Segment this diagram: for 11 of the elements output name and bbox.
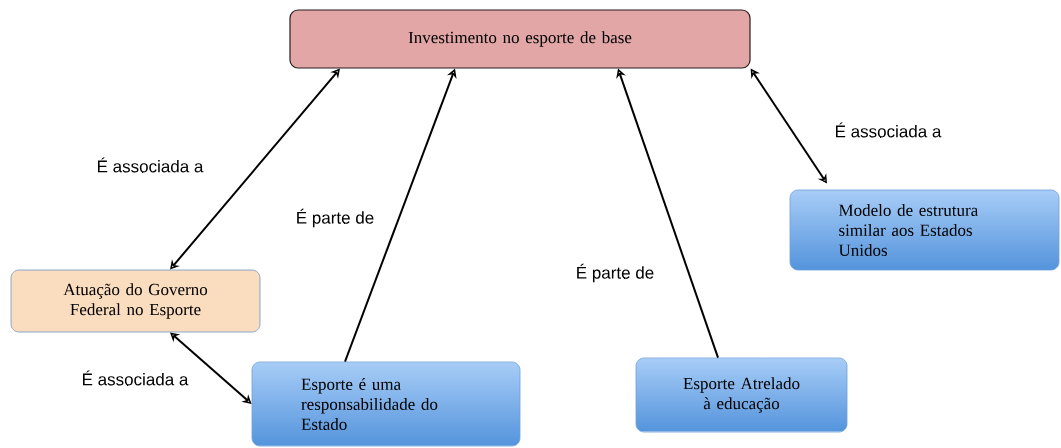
edge-label: É associada a	[95, 156, 205, 174]
arrow	[170, 332, 252, 404]
edge-label: É associada a	[833, 121, 943, 139]
concept-box: Esporte Atrelado à educação	[635, 357, 848, 433]
edge-label: É parte de	[294, 207, 376, 229]
edge-label: É associada a	[80, 369, 190, 387]
edge-label: É parte de	[574, 262, 656, 284]
concept-box: Modelo de estrutura similar aos Estados Unidos	[789, 189, 1060, 271]
concept-box: Esporte é uma responsabilidade do Estado	[251, 361, 521, 447]
concept-box: Investimento no esporte de base	[289, 9, 751, 69]
concept-box: Atuação do Governo Federal no Esporte	[10, 269, 261, 333]
